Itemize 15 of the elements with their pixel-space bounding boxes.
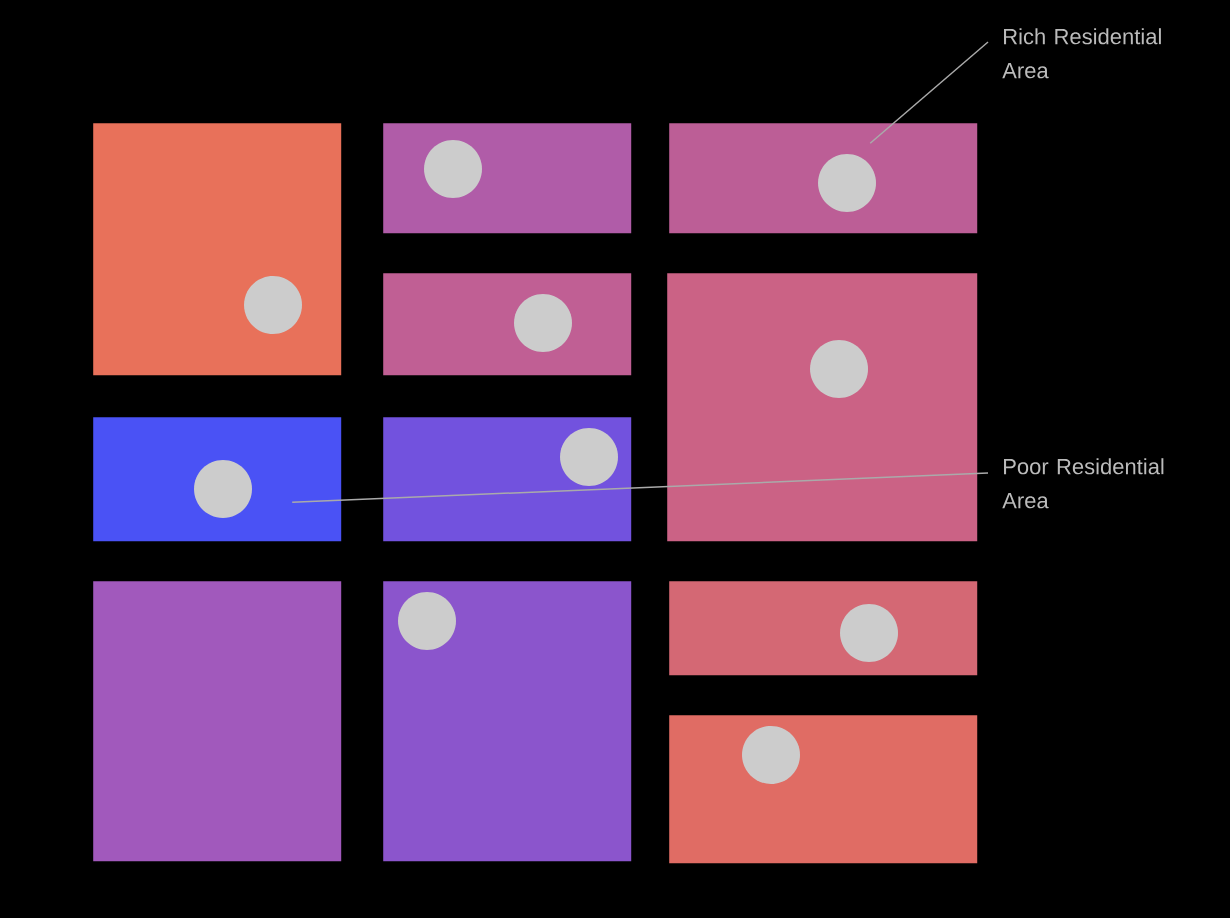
block — [383, 581, 632, 862]
leader-line — [291, 472, 989, 503]
block — [383, 273, 632, 376]
block — [669, 581, 978, 676]
leader-line — [869, 41, 989, 144]
block — [93, 123, 342, 376]
block — [383, 417, 632, 542]
block — [383, 123, 632, 234]
block — [93, 581, 342, 862]
area-label: Poor Residential Area — [1002, 458, 1164, 509]
block — [669, 715, 978, 864]
block — [669, 123, 978, 234]
block — [667, 273, 978, 542]
block — [93, 417, 342, 542]
area-label: Rich Residential Area — [1002, 28, 1161, 79]
